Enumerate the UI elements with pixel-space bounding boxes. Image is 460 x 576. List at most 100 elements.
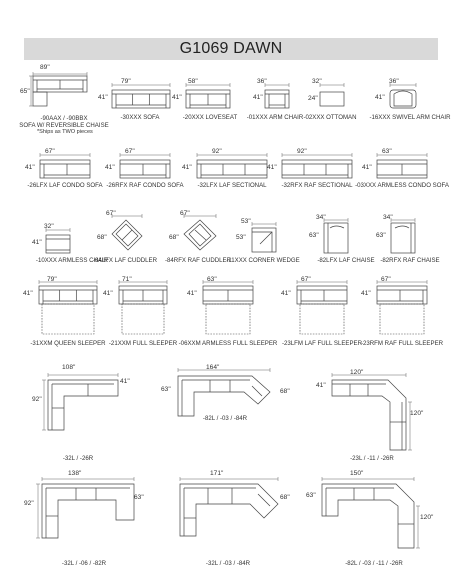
depth-dimension: 92" — [24, 500, 34, 507]
product-label: -32L / -03 / -84R — [205, 560, 251, 567]
width-dimension: 32" — [312, 78, 322, 85]
product-label: -23L / -11 / -26R — [350, 455, 394, 462]
depth-dimension: 63" — [309, 232, 319, 239]
product-label: -03XXX ARMLESS CONDO SOFA — [355, 182, 449, 189]
width-dimension: 79" — [47, 276, 57, 283]
depth-dimension: 41" — [172, 94, 182, 101]
title-bar: G1069 DAWN — [24, 38, 438, 60]
product-label: -82LFX LAF CHAISE — [317, 257, 375, 264]
product-diagram-03xxx — [376, 153, 428, 179]
width-dimension: 67" — [381, 276, 391, 283]
product-item-06xxm — [200, 278, 256, 342]
product-item-sec5 — [174, 476, 284, 542]
product-label: -02XXX OTTOMAN — [303, 114, 357, 121]
product-item-16xxx — [385, 80, 425, 120]
product-item-23rfm — [374, 278, 430, 342]
extra-dimension: 68" — [280, 494, 290, 501]
product-label: -32RFX RAF SECTIONAL — [281, 182, 353, 189]
width-dimension: 58" — [188, 78, 198, 85]
product-label: -84RFX RAF CUDDLER — [164, 257, 232, 264]
product-item-10xxx — [44, 225, 78, 261]
product-item-11xxx — [246, 220, 282, 258]
depth-dimension: 41" — [182, 164, 192, 171]
product-diagram-06xxm — [202, 280, 254, 335]
product-diagram-30xxx — [111, 83, 171, 109]
product-label: -01XXX ARM CHAIR — [246, 114, 304, 121]
width-dimension: 79" — [121, 78, 131, 85]
product-diagram-10xxx — [45, 228, 71, 254]
product-diagram-20xxx — [185, 83, 231, 109]
product-label: -32L / -06 / -82R — [61, 560, 107, 567]
depth-dimension: 41" — [32, 239, 42, 246]
product-diagram-32rfx — [281, 153, 353, 179]
depth-dimension: 63" — [161, 386, 171, 393]
product-item-26lfx — [38, 150, 92, 186]
depth-dimension: 24" — [308, 95, 318, 102]
product-diagram-sec4 — [36, 477, 135, 539]
product-diagram-26lfx — [39, 153, 91, 179]
product-diagram-23rfm — [376, 280, 428, 335]
extra-dimension: 41" — [120, 378, 130, 385]
product-label: -11XXX CORNER WEDGE — [226, 257, 300, 264]
product-label: -26LFX LAF CONDO SOFA — [27, 182, 103, 189]
product-label: -16XXX SWIVEL ARM CHAIR — [369, 114, 451, 121]
width-dimension: 63" — [207, 276, 217, 283]
width-dimension: 92" — [212, 148, 222, 155]
product-diagram-82lfx — [323, 218, 349, 254]
product-label: -82L / -03 / -84R — [202, 415, 248, 422]
product-item-sec6 — [316, 476, 420, 554]
depth-dimension: 41" — [187, 290, 197, 297]
depth-dimension: 41" — [105, 164, 115, 171]
product-diagram-sec5 — [179, 477, 279, 537]
product-label: -82RFX RAF CHAISE — [380, 257, 440, 264]
depth-dimension: 63" — [376, 232, 386, 239]
width-dimension: 53" — [241, 218, 251, 225]
product-diagram-01xxx — [264, 83, 290, 109]
depth-dimension: 41" — [375, 94, 385, 101]
width-dimension: 67" — [106, 210, 116, 217]
depth-dimension: 41" — [362, 164, 372, 171]
width-dimension: 120" — [350, 369, 364, 376]
width-dimension: 67" — [45, 148, 55, 155]
extra-dimension: 120" — [410, 410, 424, 417]
extra-dimension: 63" — [134, 494, 144, 501]
depth-dimension: 92" — [32, 396, 42, 403]
width-dimension: 108" — [62, 364, 76, 371]
product-diagram-sec1 — [42, 373, 119, 431]
product-label: -23RFM RAF FULL SLEEPER — [360, 340, 444, 347]
product-diagram-90aax — [29, 72, 88, 107]
product-diagram-sec3 — [331, 373, 412, 451]
depth-dimension: 41" — [98, 94, 108, 101]
product-label: -84LFX LAF CUDDLER — [92, 257, 157, 264]
depth-dimension: 41" — [103, 290, 113, 297]
product-label: -32L / -26R — [62, 455, 94, 462]
product-item-26rfx — [118, 150, 172, 186]
depth-dimension: 65" — [20, 88, 30, 95]
width-dimension: 34" — [383, 214, 393, 221]
depth-dimension: 41" — [23, 290, 33, 297]
depth-dimension: 53" — [236, 234, 246, 241]
product-label: -23LFM LAF FULL SLEEPER — [281, 340, 363, 347]
product-label: -31XXM QUEEN SLEEPER — [30, 340, 106, 347]
product-item-82lfx — [320, 216, 356, 256]
product-item-82rfx — [387, 216, 423, 256]
depth-dimension: 41" — [25, 164, 35, 171]
product-diagram-02xxx — [319, 83, 345, 107]
product-diagram-84rfx — [183, 214, 217, 251]
depth-dimension: 68" — [169, 234, 179, 241]
depth-dimension: 63" — [306, 492, 316, 499]
product-label: -10XXX ARMLESS CHAIR — [35, 257, 109, 264]
width-dimension: 92" — [297, 148, 307, 155]
product-diagram-31xxm — [38, 280, 98, 335]
product-diagram-23lfm — [296, 280, 348, 335]
product-item-sec4 — [36, 476, 140, 542]
product-item-30xxx — [110, 80, 180, 120]
width-dimension: 34" — [316, 214, 326, 221]
product-label: -82L / -03 / -11 / -26R — [345, 560, 403, 567]
shipping-note: *Ships as TWO pieces — [37, 129, 93, 135]
product-label: -21XXM FULL SLEEPER — [108, 340, 178, 347]
width-dimension: 67" — [125, 148, 135, 155]
extra-dimension: 68" — [280, 388, 290, 395]
product-item-02xxx — [310, 80, 350, 120]
